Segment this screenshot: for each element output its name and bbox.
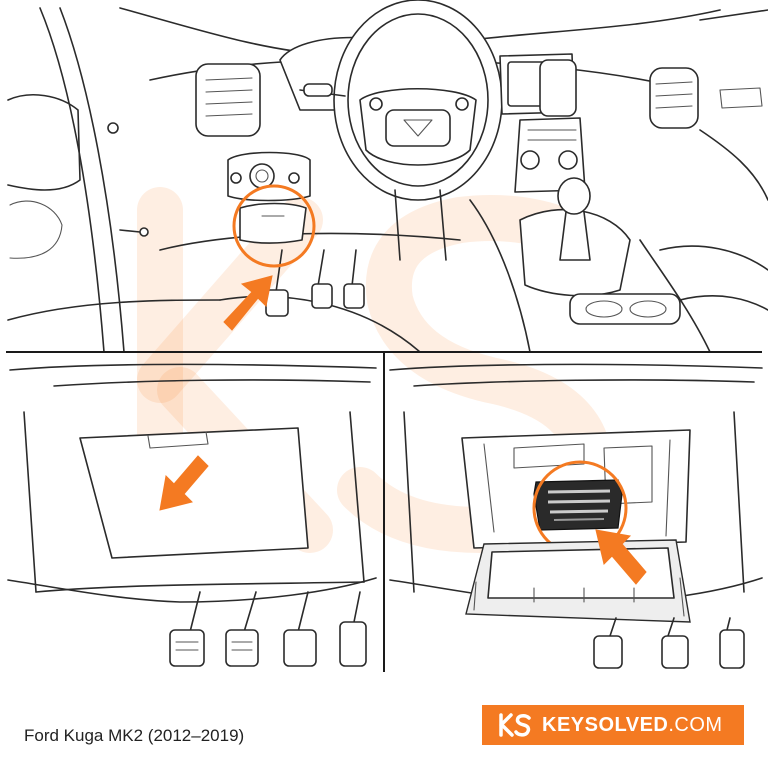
panel-divider-vertical [383,352,385,672]
brand-badge[interactable]: KEYSOLVED.COM [482,705,744,745]
brand-domain: .COM [668,713,723,736]
arrow-up-left-icon [595,529,647,585]
ks-logo-icon [499,713,531,737]
brand-name: KEYSOLVED.COM [542,713,723,736]
arrow-down-left-icon [159,455,209,511]
fuse-cover-panel [0,352,384,672]
interior-overview-panel [0,0,768,352]
highlight-circle-icon [232,184,316,268]
obd-port-icon [533,479,623,531]
vehicle-caption: Ford Kuga MK2 (2012–2019) [24,726,245,745]
arrow-up-right-icon [223,275,273,331]
obd-port-panel [384,352,768,672]
